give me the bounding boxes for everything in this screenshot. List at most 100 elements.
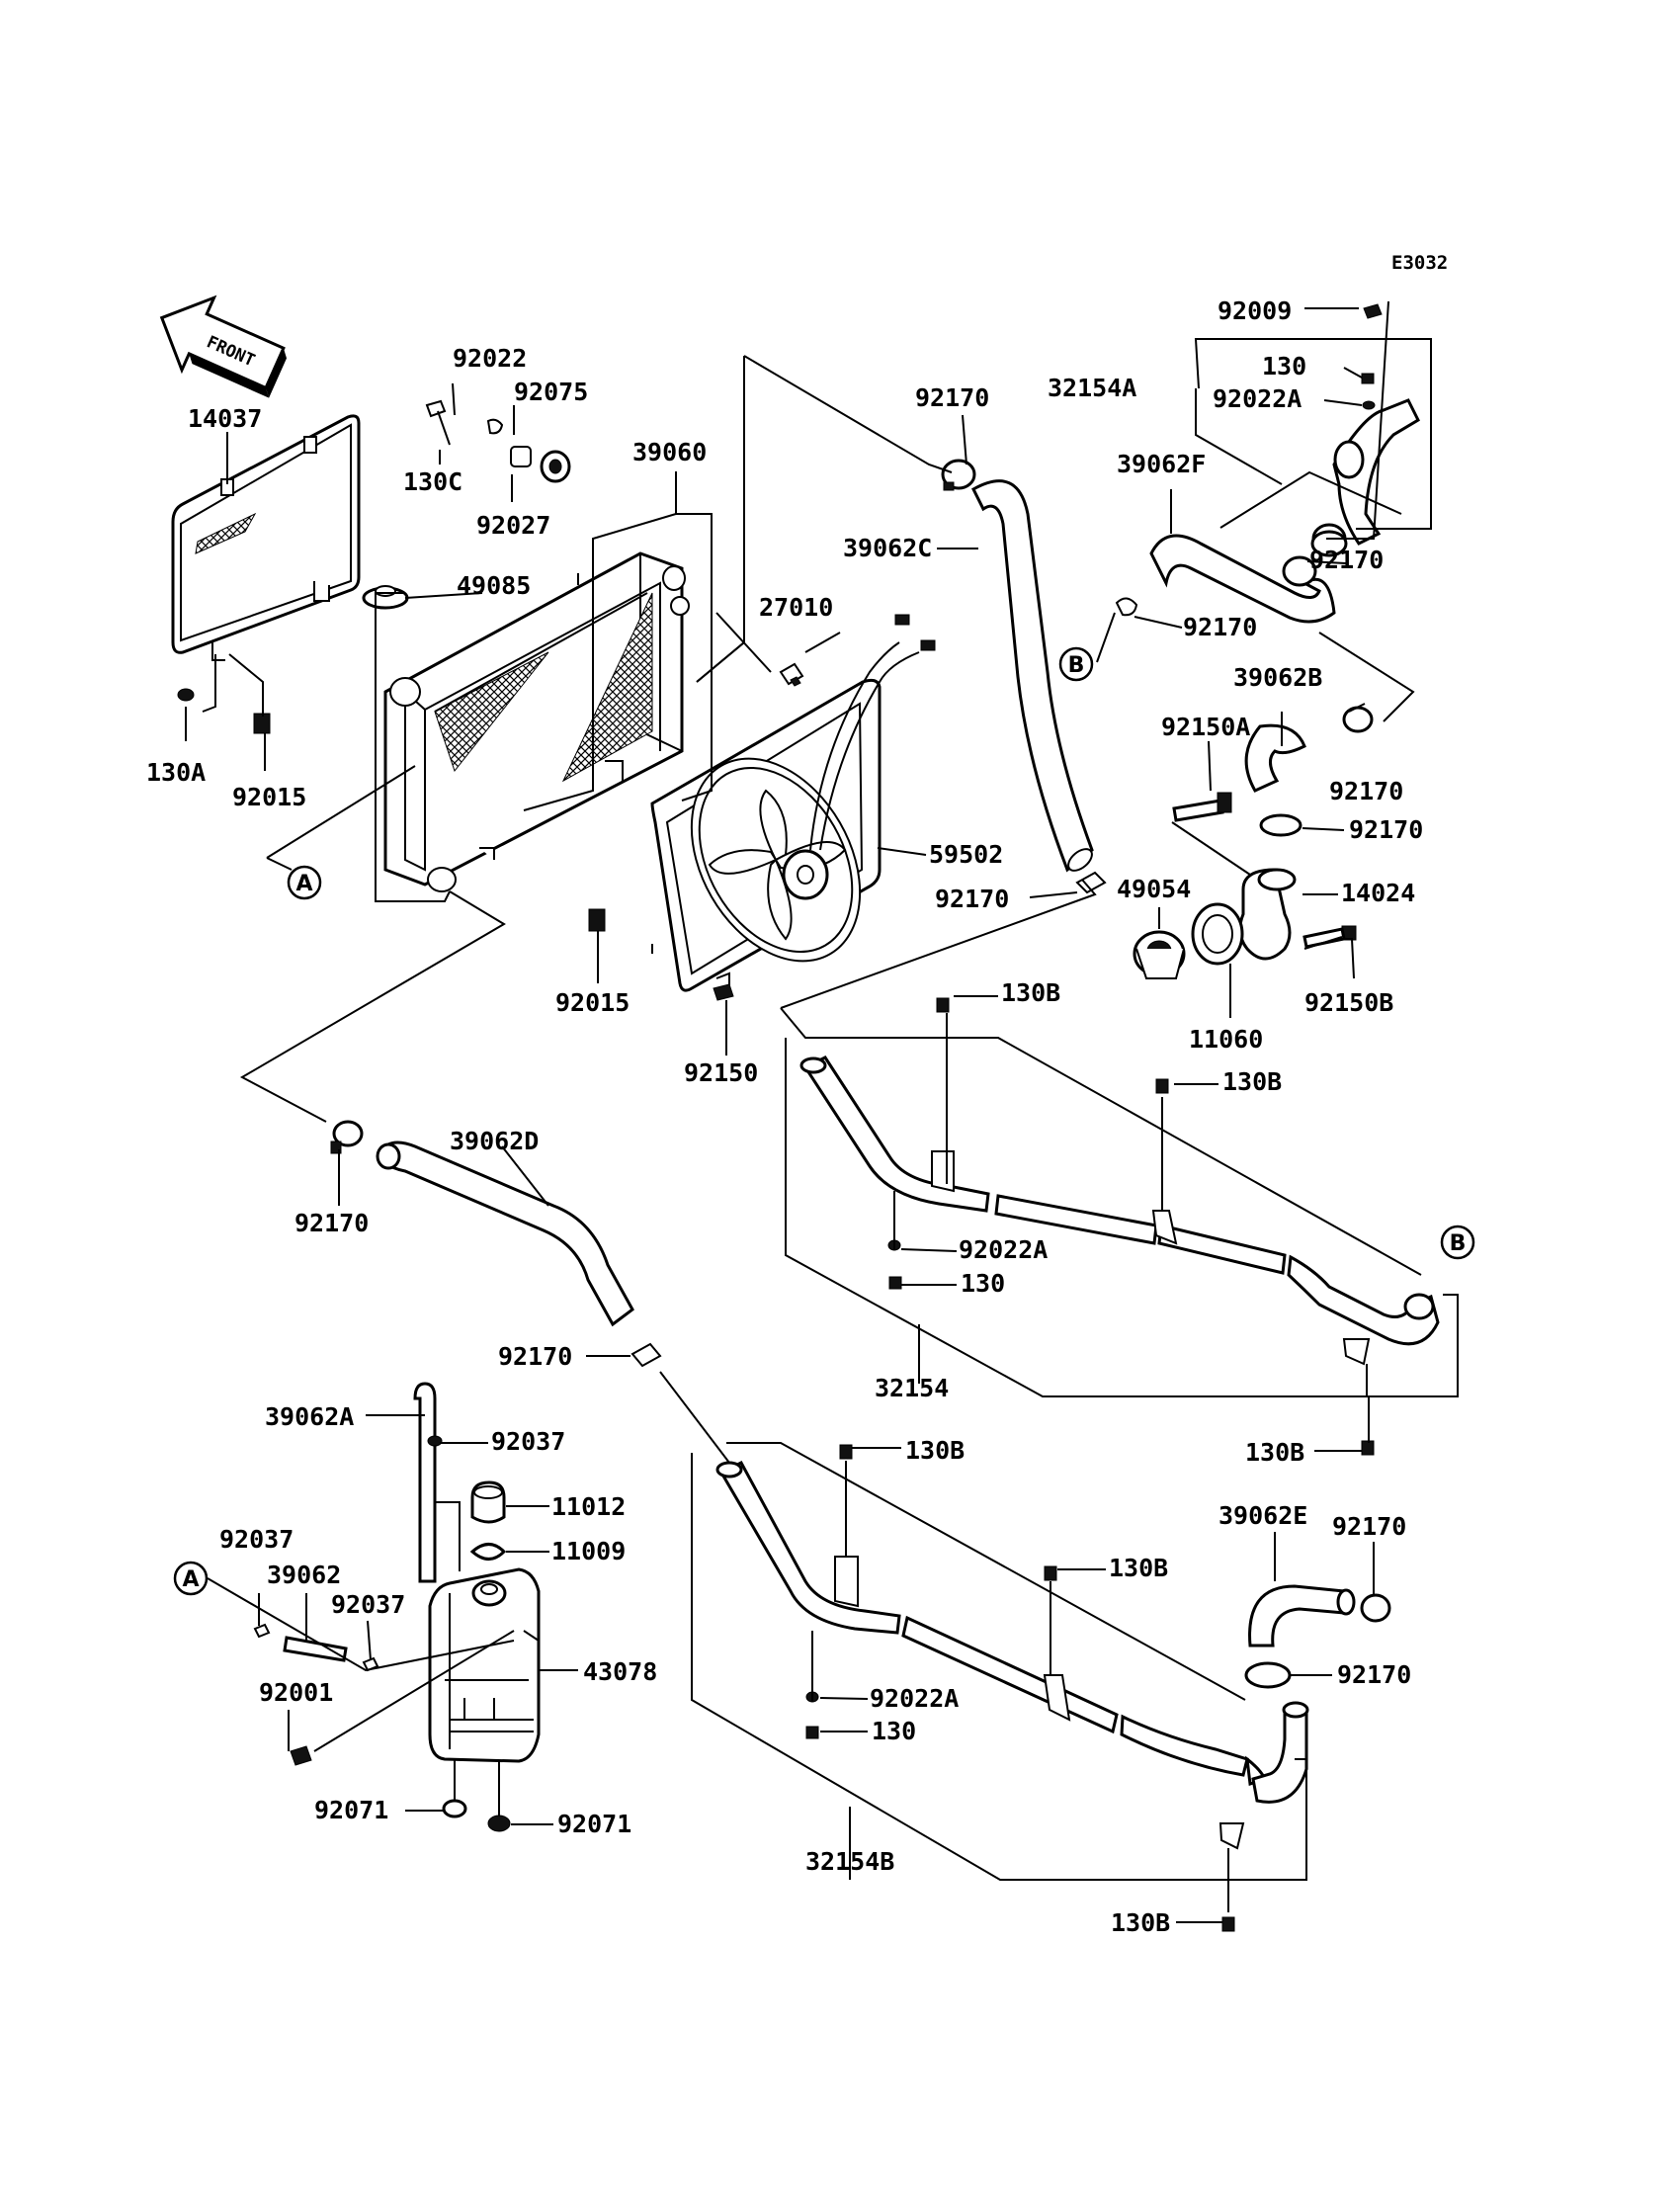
temp-switch-27010: [779, 662, 804, 687]
part-label-92037: 92037: [491, 1427, 565, 1456]
radiator-screen-14037: [171, 414, 361, 734]
part-label-130: 130: [872, 1717, 916, 1745]
part-label-130b: 130B: [1222, 1067, 1282, 1096]
svg-text:B: B: [1450, 1231, 1467, 1256]
part-label-92022a: 92022A: [959, 1235, 1048, 1264]
svg-text:A: A: [182, 1567, 199, 1592]
hose-39062C: [941, 459, 1094, 873]
part-label-92150b: 92150B: [1304, 988, 1393, 1017]
part-label-39062a: 39062A: [265, 1402, 354, 1431]
part-label-130b: 130B: [1109, 1554, 1168, 1582]
part-label-92071: 92071: [314, 1796, 388, 1824]
part-label-92150a: 92150A: [1161, 713, 1250, 741]
part-label-92037: 92037: [219, 1525, 294, 1554]
part-label-92015: 92015: [555, 988, 630, 1017]
grommet-92071-b: [487, 1815, 511, 1832]
part-label-130b: 130B: [1001, 978, 1060, 1007]
part-label-39060: 39060: [632, 438, 707, 466]
callout-circles: A A B B: [173, 646, 1475, 1596]
part-label-130: 130: [1262, 352, 1306, 380]
fan-assembly-59502: [650, 614, 936, 993]
part-label-32154b: 32154B: [805, 1847, 894, 1876]
radiator-hardware: [425, 399, 571, 483]
radiator-39060: [383, 551, 690, 892]
bolt-92150: [713, 983, 734, 1001]
reservoir-tank-43078: [428, 1567, 541, 1763]
part-label-92170: 92170: [1337, 1660, 1411, 1689]
hose-39062B: [1244, 703, 1374, 793]
part-label-11012: 11012: [551, 1492, 626, 1521]
svg-text:A: A: [295, 872, 312, 896]
part-label-32154a: 32154A: [1048, 374, 1136, 402]
part-label-92037: 92037: [331, 1590, 405, 1619]
part-label-130a: 130A: [146, 758, 206, 787]
part-label-39062b: 39062B: [1233, 663, 1322, 692]
callout-a: A: [287, 865, 322, 900]
radiator-cap-49085: [362, 585, 409, 610]
part-label-92170: 92170: [1329, 777, 1403, 805]
callout-b: B: [1058, 646, 1094, 682]
part-label-92022a: 92022A: [870, 1684, 959, 1713]
front-arrow-icon: FRONT: [159, 295, 288, 398]
part-label-43078: 43078: [583, 1657, 657, 1686]
part-label-92075: 92075: [514, 378, 588, 406]
clamp-92170: [1075, 871, 1107, 894]
part-label-92150: 92150: [684, 1058, 758, 1087]
thermostat-49054: [1133, 930, 1186, 979]
leader-lines: [185, 300, 1459, 1923]
part-label-92170: 92170: [1183, 613, 1257, 641]
svg-text:B: B: [1068, 653, 1085, 678]
part-label-92170: 92170: [294, 1209, 369, 1237]
pipe-32154B: [715, 1444, 1309, 1932]
part-label-92170: 92170: [1332, 1512, 1406, 1541]
thermostat-housing-14024: [1238, 868, 1357, 961]
part-label-92009: 92009: [1218, 296, 1292, 325]
part-label-11060: 11060: [1189, 1025, 1263, 1054]
part-label-11009: 11009: [551, 1537, 626, 1565]
part-label-27010: 27010: [759, 593, 833, 622]
hose-39062D: [330, 1120, 634, 1327]
bolt-92150A: [1172, 792, 1232, 822]
hose-39062: [283, 1636, 348, 1662]
part-label-92022: 92022: [453, 344, 527, 373]
part-label-92170: 92170: [935, 885, 1009, 913]
part-label-130b: 130B: [1245, 1438, 1304, 1467]
clamp-92170-e: [630, 1342, 662, 1368]
pipe-32154A: [1332, 303, 1420, 546]
part-label-49085: 49085: [457, 571, 531, 600]
callout-a: A: [173, 1561, 209, 1596]
part-label-130b: 130B: [1111, 1908, 1170, 1937]
part-label-14024: 14024: [1341, 879, 1415, 907]
clamp-92170-b: [1115, 597, 1138, 617]
part-label-92001: 92001: [259, 1678, 333, 1707]
part-label-130b: 130B: [905, 1436, 965, 1465]
part-label-32154: 32154: [875, 1374, 949, 1402]
part-label-49054: 49054: [1117, 875, 1191, 903]
hose-39062A: [413, 1382, 443, 1583]
part-label-92170: 92170: [498, 1342, 572, 1371]
part-label-92022a: 92022A: [1213, 384, 1302, 413]
hose-39062E: [1244, 1584, 1391, 1689]
part-label-39062: 39062: [267, 1561, 341, 1589]
diagram-code: E3032: [1391, 252, 1448, 274]
part-label-39062e: 39062E: [1218, 1501, 1307, 1530]
clamp-92170-d: [1259, 813, 1302, 837]
cap-11012: [470, 1480, 506, 1524]
part-label-92170: 92170: [1349, 815, 1423, 844]
part-label-59502: 59502: [929, 840, 1003, 869]
part-label-39062c: 39062C: [843, 534, 932, 562]
part-label-14037: 14037: [188, 404, 262, 433]
callout-b: B: [1440, 1225, 1475, 1260]
gasket-11009: [469, 1543, 507, 1561]
part-label-130c: 130C: [403, 467, 462, 496]
bolt-92001: [290, 1745, 312, 1766]
grommet-92071-a: [442, 1799, 467, 1818]
part-label-130: 130: [961, 1269, 1005, 1298]
part-label-92170: 92170: [915, 383, 989, 412]
part-label-39062d: 39062D: [450, 1127, 539, 1155]
part-label-92071: 92071: [557, 1810, 631, 1838]
part-label-92170: 92170: [1309, 546, 1384, 574]
part-label-92015: 92015: [232, 783, 306, 811]
